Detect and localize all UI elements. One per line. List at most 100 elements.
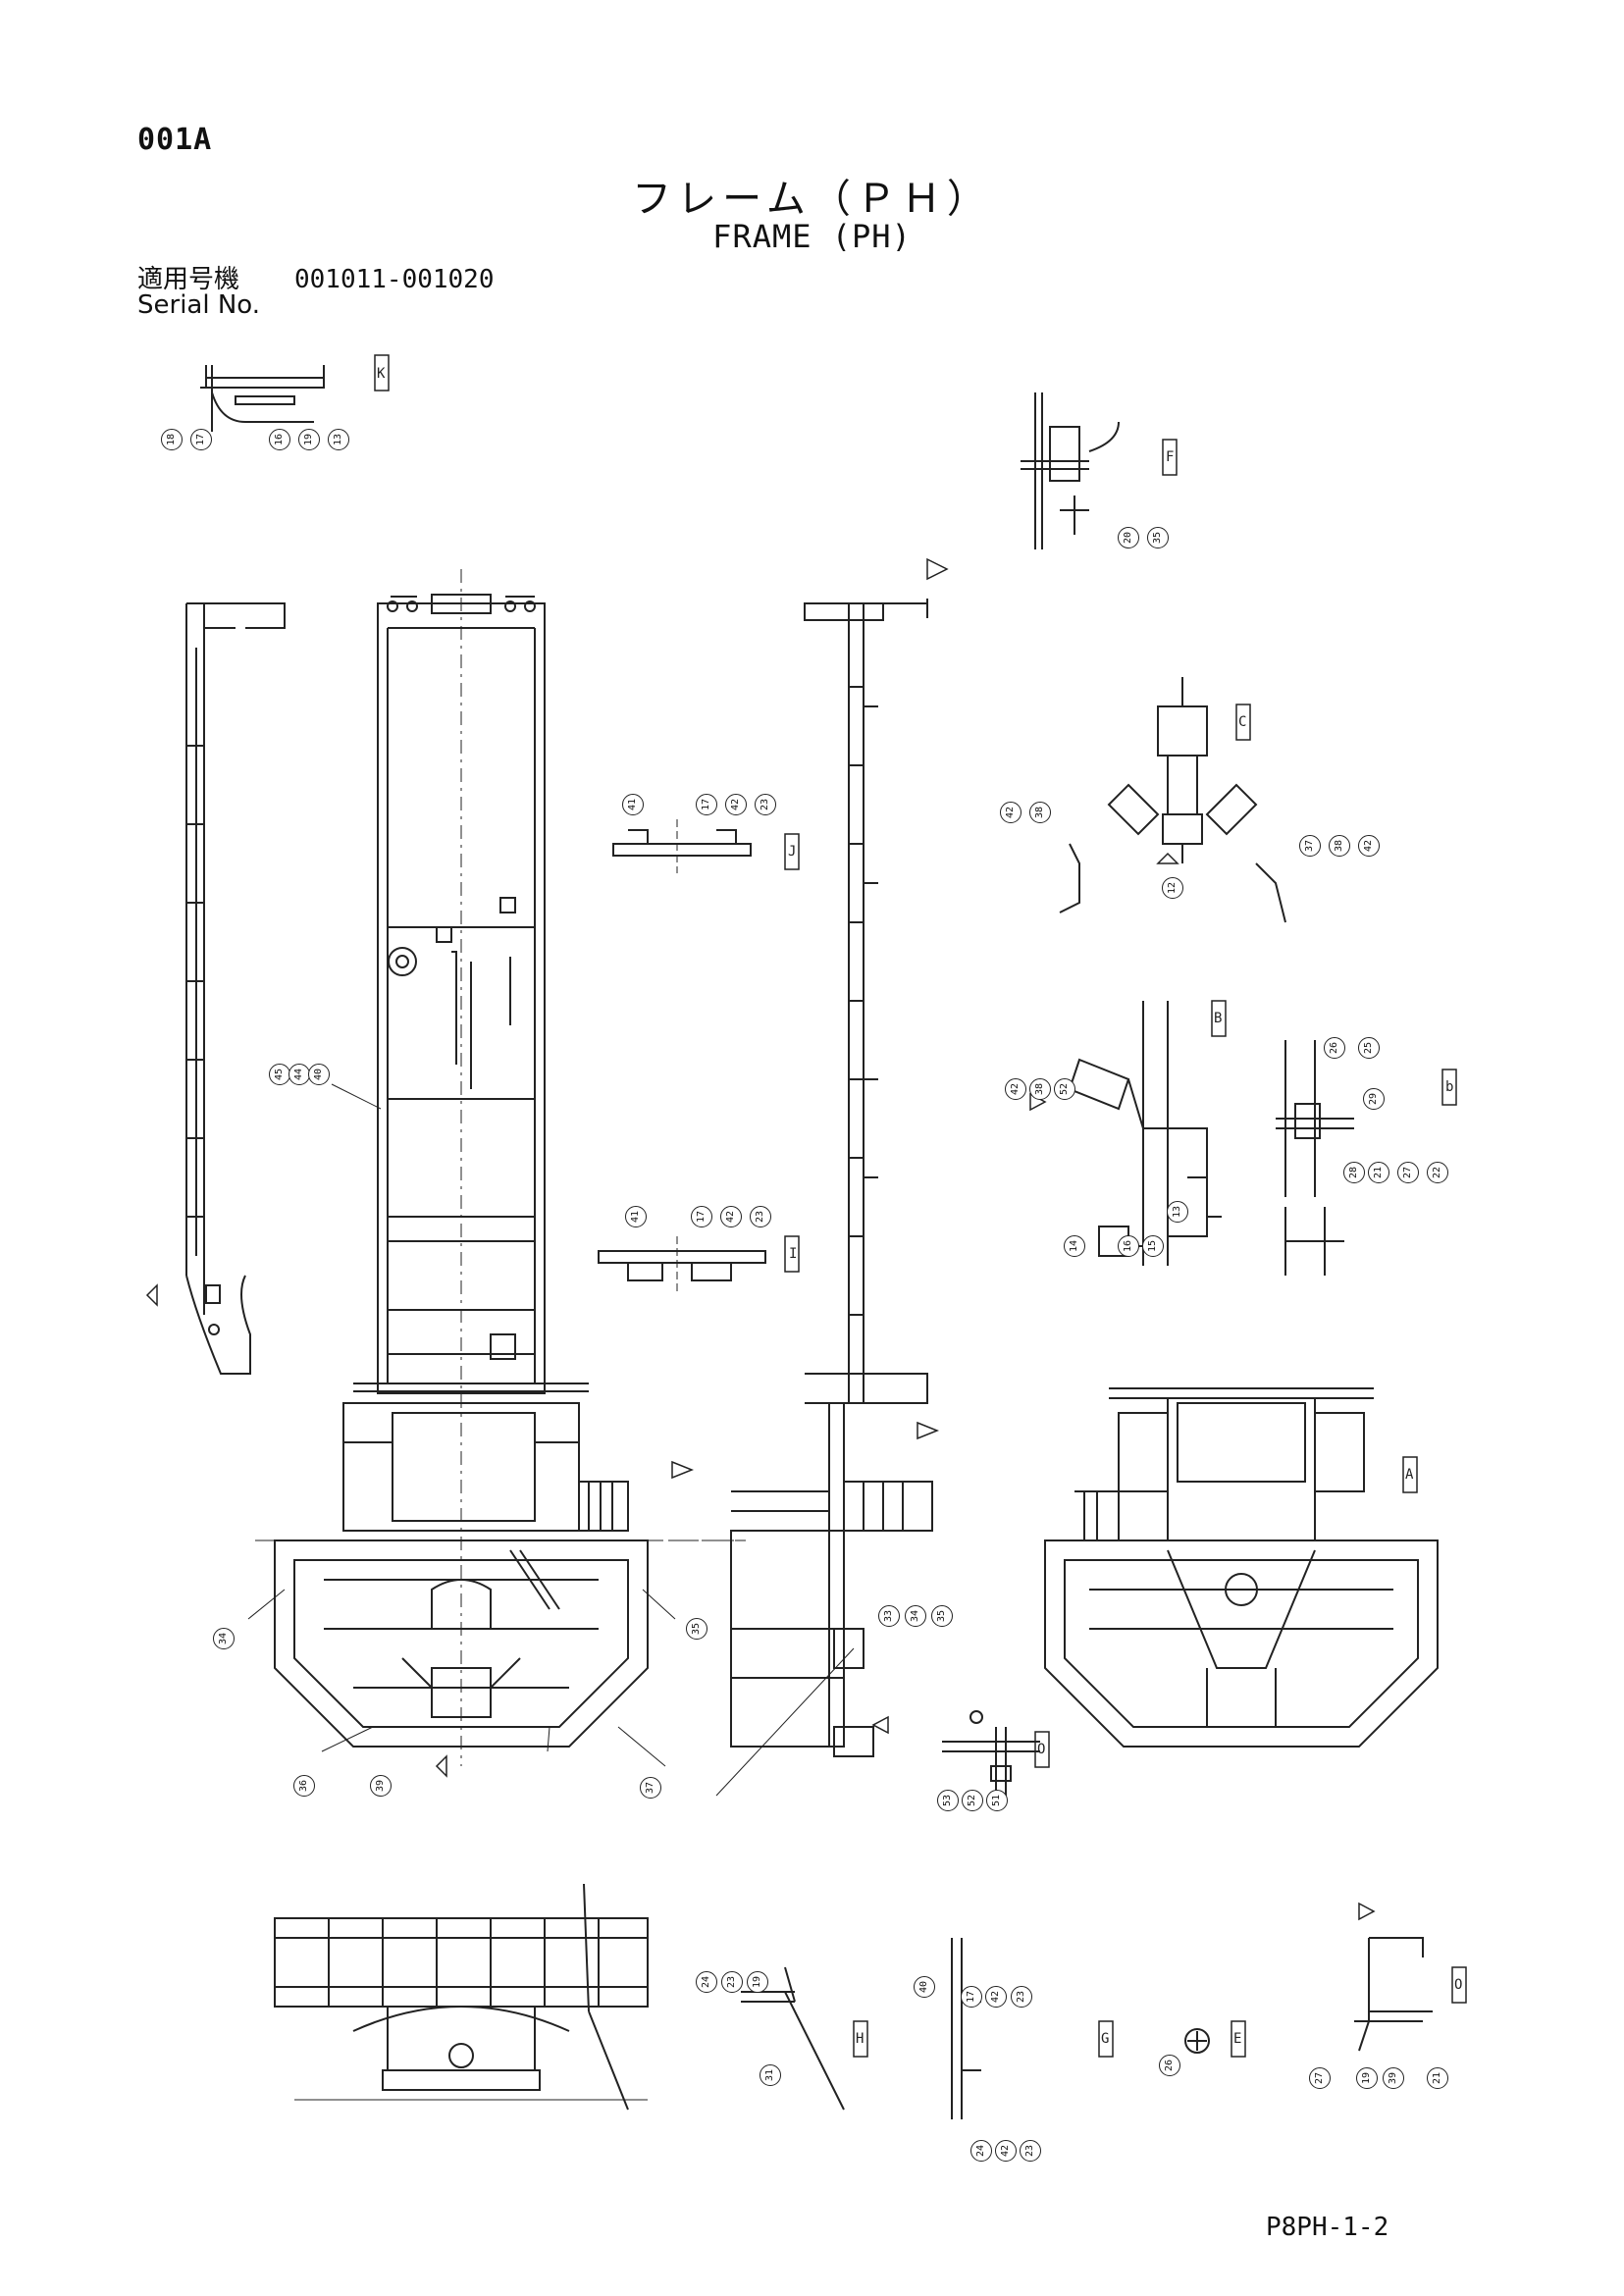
- callout-view-b2-0: 26: [1324, 1037, 1345, 1059]
- callout-view-j-1: 17: [696, 794, 717, 815]
- callout-view-j-2: 42: [725, 794, 747, 815]
- callout-view-b-6: 15: [1142, 1235, 1164, 1257]
- view-c-drawing: [1059, 677, 1286, 923]
- callout-view-b-1: 38: [1029, 1078, 1051, 1100]
- tag-h-letter: H: [856, 2031, 864, 2047]
- callout-view-o-0: 27: [1309, 2067, 1331, 2089]
- serial-range: 001011-001020: [294, 265, 495, 294]
- callout-side-elev-2: 35: [931, 1605, 953, 1627]
- tag-i-letter: I: [789, 1246, 797, 1262]
- callout-main-plan-1: 44: [288, 1064, 310, 1085]
- view-arrow-icon: [435, 1754, 447, 1778]
- callout-view-k-0: 18: [161, 429, 183, 450]
- view-g-drawing: [951, 1938, 981, 2119]
- callout-view-i-0: 41: [625, 1206, 647, 1227]
- callout-main-plan-5: 36: [293, 1775, 315, 1797]
- view-arrow-icon: [1358, 1902, 1376, 1921]
- page-code: P8PH-1-2: [1266, 2213, 1389, 2242]
- callout-view-b-5: 16: [1118, 1235, 1139, 1257]
- callout-view-j-0: 41: [622, 794, 644, 815]
- callout-view-b-2: 52: [1054, 1078, 1075, 1100]
- tag-a-letter: A: [1405, 1467, 1414, 1483]
- callout-main-plan-0: 45: [269, 1064, 290, 1085]
- callout-view-j-3: 23: [755, 794, 776, 815]
- callout-view-b2-6: 22: [1427, 1162, 1448, 1183]
- callout-view-b-0: 42: [1005, 1078, 1026, 1100]
- tag-f-letter: F: [1166, 449, 1174, 465]
- tag-g-letter: G: [1101, 2031, 1109, 2047]
- tag-d-letter: O: [1037, 1742, 1045, 1757]
- callout-main-plan-6: 39: [370, 1775, 392, 1797]
- callout-view-c-2: 12: [1162, 877, 1183, 899]
- callout-view-e-0: 26: [1159, 2055, 1180, 2076]
- callout-view-k-3: 19: [298, 429, 320, 450]
- callout-view-c-1: 38: [1029, 802, 1051, 823]
- callout-main-plan-3: 34: [213, 1628, 235, 1649]
- callout-view-g-5: 42: [995, 2140, 1017, 2162]
- tag-e-letter: E: [1233, 2031, 1241, 2047]
- callout-main-plan-7: 37: [640, 1777, 661, 1799]
- view-arrow-icon: [145, 1283, 158, 1307]
- tag-k-letter: K: [377, 366, 386, 382]
- callout-view-h-0: 24: [696, 1971, 717, 1993]
- callout-view-g-4: 24: [970, 2140, 992, 2162]
- serial-label-jp: 適用号機: [137, 265, 240, 294]
- callout-view-c-0: 42: [1000, 802, 1022, 823]
- callout-view-c-3: 37: [1299, 835, 1321, 857]
- callout-view-b2-1: 25: [1358, 1037, 1380, 1059]
- callout-view-g-2: 42: [985, 1986, 1007, 2008]
- callout-view-d-0: 53: [937, 1790, 959, 1811]
- view-o-drawing: [1354, 1937, 1433, 2052]
- callout-view-g-0: 40: [914, 1976, 935, 1998]
- view-i-drawing: [598, 1236, 766, 1295]
- callout-view-c-5: 42: [1358, 835, 1380, 857]
- callout-view-h-3: 31: [760, 2064, 781, 2086]
- callout-view-o-2: 39: [1383, 2067, 1404, 2089]
- right-side-elevation: [730, 599, 933, 1757]
- callout-view-k-1: 17: [190, 429, 212, 450]
- title-japanese: フレーム（ＰＨ）: [632, 177, 992, 222]
- view-arrow-icon: [871, 1715, 889, 1735]
- view-e-drawing: [1184, 2028, 1210, 2054]
- main-plan-drawing: [255, 569, 736, 1766]
- callout-view-k-2: 16: [269, 429, 290, 450]
- callout-view-g-1: 17: [961, 1986, 982, 2008]
- view-arrow-icon: [671, 1460, 695, 1480]
- tag-b2-letter: b: [1445, 1079, 1453, 1095]
- callout-view-g-6: 23: [1020, 2140, 1041, 2162]
- callout-view-f-0: 20: [1118, 527, 1139, 548]
- callout-view-b2-2: 29: [1363, 1088, 1385, 1110]
- view-arrow-icon: [1156, 852, 1179, 864]
- tag-c-letter: C: [1238, 714, 1246, 730]
- callout-view-k-4: 13: [328, 429, 349, 450]
- callout-view-b-4: 14: [1064, 1235, 1085, 1257]
- view-arrow-icon: [917, 1421, 940, 1440]
- callout-view-i-2: 42: [720, 1206, 742, 1227]
- callout-main-plan-2: 40: [308, 1064, 330, 1085]
- view-j-drawing: [612, 819, 752, 873]
- callout-side-elev-1: 34: [905, 1605, 926, 1627]
- callout-view-f-1: 35: [1147, 527, 1169, 548]
- callout-view-d-1: 52: [962, 1790, 983, 1811]
- serial-label-en: Serial No.: [137, 290, 260, 320]
- callout-view-b-3: 13: [1167, 1201, 1188, 1223]
- title-english: FRAME (PH): [712, 218, 912, 255]
- document-code: 001A: [137, 123, 213, 157]
- view-f-drawing: [1021, 392, 1120, 549]
- callout-view-d-2: 51: [986, 1790, 1008, 1811]
- callout-view-o-1: 19: [1356, 2067, 1378, 2089]
- view-a-drawing: [1044, 1387, 1439, 1748]
- view-arrow-icon: [926, 557, 949, 581]
- callout-view-o-3: 21: [1427, 2067, 1448, 2089]
- tag-b-letter: B: [1214, 1011, 1222, 1026]
- callout-view-g-3: 23: [1011, 1986, 1032, 2008]
- callout-view-i-1: 17: [691, 1206, 712, 1227]
- callout-view-c-4: 38: [1329, 835, 1350, 857]
- callout-view-b2-5: 27: [1397, 1162, 1419, 1183]
- view-b2-drawing: [1276, 1040, 1354, 1276]
- view-h-drawing: [741, 1966, 845, 2111]
- front-view-drawing: [274, 1883, 649, 2111]
- view-d-drawing: [942, 1710, 1040, 1796]
